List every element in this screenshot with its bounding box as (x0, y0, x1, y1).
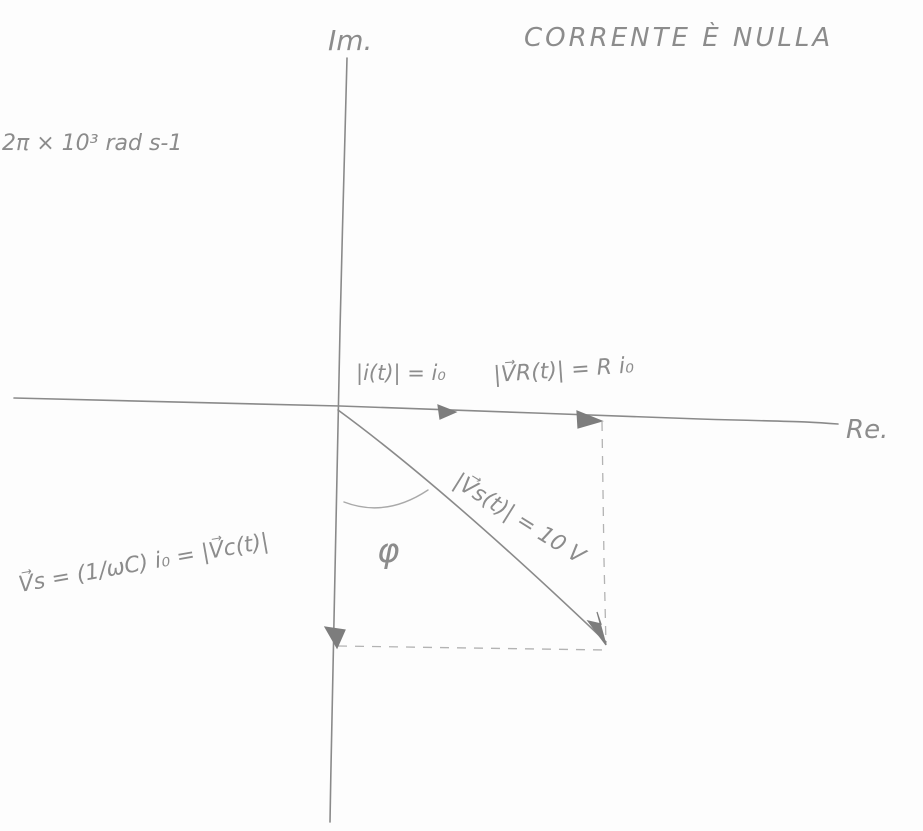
angle-arc (343, 489, 429, 509)
imaginary-axis-label: Im. (328, 24, 372, 57)
vs-magnitude-label: |V⃗s(t)| = 10 V (449, 467, 592, 570)
vr-arrowhead (576, 410, 604, 429)
vr-magnitude-label: |V⃗R(t)| = R i₀ (493, 351, 635, 388)
imaginary-axis (329, 57, 348, 823)
angle-phi-label: φ (377, 531, 400, 571)
current-arrowhead (437, 404, 458, 420)
projection-horizontal (337, 645, 607, 651)
projection-vertical (601, 421, 607, 646)
vc-magnitude-label: V⃗s = (1/ωC) i₀ = |V⃗c(t)| (16, 527, 270, 598)
real-axis-label: Re. (846, 415, 888, 445)
current-magnitude-label: |i(t)| = i₀ (356, 361, 446, 386)
vs-phasor-line (337, 409, 607, 643)
omega-value: 2π × 10³ rad s-1 (2, 131, 182, 156)
vs-arrowhead (586, 611, 607, 646)
vc-arrowhead (323, 626, 346, 650)
header-note: CORRENTE È NULLA (524, 21, 833, 53)
real-axis (13, 397, 839, 425)
